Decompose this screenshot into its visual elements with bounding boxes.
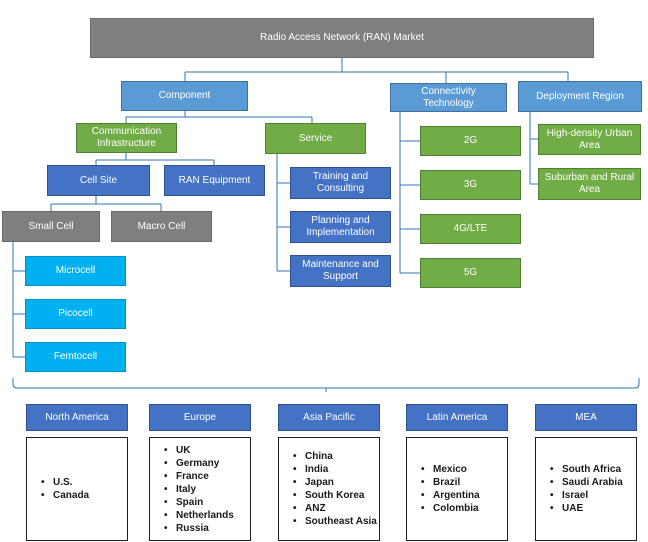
macro-cell-node: Macro Cell [111, 211, 212, 242]
comm-infra-label: Communication Infrastructure [91, 126, 162, 149]
country-item: Netherlands [164, 509, 234, 522]
region-name: North America [45, 411, 109, 423]
deployment-node: Deployment Region [518, 81, 642, 112]
country-item: Brazil [421, 476, 480, 489]
region-header: Asia Pacific [278, 404, 380, 431]
country-item: China [293, 450, 377, 463]
service-item-label: Maintenance and Support [302, 259, 379, 282]
region-panel-mea: South Africa Saudi Arabia Israel UAE [535, 437, 637, 541]
deployment-item-label: High-density Urban Area [546, 127, 633, 151]
connectivity-item-label: 5G [463, 267, 478, 278]
region-name: Latin America [426, 411, 488, 423]
country-item: Japan [293, 476, 377, 489]
region-panel-north-america: U.S. Canada [26, 437, 128, 541]
connectivity-item-label: 4G/LTE [453, 223, 488, 234]
small-cell-item-label: Microcell [55, 265, 96, 276]
connectivity-item-node: 3G [420, 170, 521, 200]
region-header: Latin America [406, 404, 508, 431]
region-header: MEA [535, 404, 637, 431]
country-list: U.S. Canada [27, 476, 89, 502]
component-node: Component [121, 81, 248, 111]
small-cell-item-node: Microcell [25, 256, 126, 286]
deployment-item-node: Suburban and Rural Area [538, 168, 641, 200]
country-list: Mexico Brazil Argentina Colombia [407, 463, 480, 515]
country-item: ANZ [293, 502, 377, 515]
root-node: Radio Access Network (RAN) Market [90, 18, 594, 58]
component-label: Component [158, 90, 211, 101]
service-label: Service [298, 132, 333, 144]
region-name: Asia Pacific [303, 411, 355, 423]
country-item: Italy [164, 483, 234, 496]
deployment-item-node: High-density Urban Area [538, 124, 641, 155]
small-cell-node: Small Cell [2, 211, 100, 242]
country-item: Spain [164, 496, 234, 509]
connectivity-item-node: 5G [420, 258, 521, 288]
connectivity-item-node: 4G/LTE [420, 214, 521, 244]
deployment-label: Deployment Region [536, 90, 624, 102]
country-item: Russia [164, 522, 234, 535]
region-header: North America [26, 404, 128, 431]
connectivity-node: Connectivity Technology [390, 83, 507, 112]
region-panel-asia-pacific: China India Japan South Korea ANZ Southe… [278, 437, 380, 541]
country-item: Israel [550, 489, 623, 502]
country-item: UK [164, 444, 234, 457]
country-item: India [293, 463, 377, 476]
ran-equipment-node: RAN Equipment [164, 165, 265, 196]
region-name: MEA [575, 411, 597, 423]
connectivity-item-label: 2G [463, 135, 478, 146]
service-item-label: Training and Consulting [312, 171, 369, 194]
country-item: Saudi Arabia [550, 476, 623, 489]
connectivity-item-node: 2G [420, 126, 521, 156]
connectivity-item-label: 3G [463, 179, 478, 190]
country-list: China India Japan South Korea ANZ Southe… [279, 450, 377, 528]
country-item: Southeast Asia [293, 515, 377, 528]
service-item-node: Maintenance and Support [290, 255, 391, 287]
country-item: South Korea [293, 489, 377, 502]
cell-site-label: Cell Site [79, 174, 118, 186]
region-header: Europe [149, 404, 251, 431]
connectivity-label: Connectivity Technology [421, 85, 476, 109]
country-list: South Africa Saudi Arabia Israel UAE [536, 463, 623, 515]
small-cell-item-node: Picocell [25, 299, 126, 329]
region-name: Europe [183, 411, 217, 423]
small-cell-item-label: Femtocell [53, 351, 98, 362]
service-node: Service [265, 123, 366, 154]
service-item-label: Planning and Implementation [306, 215, 375, 238]
country-item: Mexico [421, 463, 480, 476]
small-cell-label: Small Cell [28, 220, 74, 232]
small-cell-item-node: Femtocell [25, 342, 126, 372]
service-item-node: Training and Consulting [290, 167, 391, 199]
service-item-node: Planning and Implementation [290, 211, 391, 243]
cell-site-node: Cell Site [47, 165, 150, 196]
country-item: UAE [550, 502, 623, 515]
country-item: Colombia [421, 502, 480, 515]
country-item: U.S. [41, 476, 89, 489]
ran-equipment-label: RAN Equipment [178, 174, 251, 186]
country-item: Germany [164, 457, 234, 470]
region-panel-latin-america: Mexico Brazil Argentina Colombia [406, 437, 508, 541]
country-item: South Africa [550, 463, 623, 476]
small-cell-item-label: Picocell [58, 308, 93, 319]
country-item: France [164, 470, 234, 483]
macro-cell-label: Macro Cell [137, 220, 186, 232]
country-item: Canada [41, 489, 89, 502]
root-label: Radio Access Network (RAN) Market [260, 32, 424, 43]
deployment-item-label: Suburban and Rural Area [544, 172, 635, 195]
region-panel-europe: UK Germany France Italy Spain Netherland… [149, 437, 251, 541]
country-list: UK Germany France Italy Spain Netherland… [150, 444, 234, 535]
comm-infra-node: Communication Infrastructure [76, 123, 177, 153]
country-item: Argentina [421, 489, 480, 502]
